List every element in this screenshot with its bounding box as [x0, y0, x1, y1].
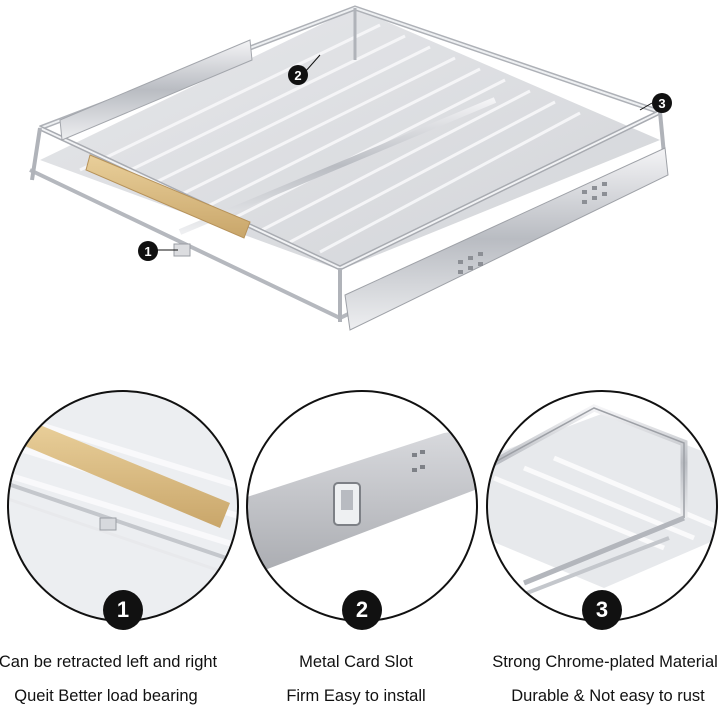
product-hero-image: 1 2 3 — [29, 5, 672, 331]
left-slide-rail — [59, 39, 253, 141]
tray-floor — [40, 8, 660, 270]
center-divider — [178, 97, 497, 235]
detail-1-caption-line2: Queit Better load bearing — [14, 687, 198, 705]
detail-1-caption-line1: Can be retracted left and right — [0, 653, 218, 671]
detail-circle-1: 1 — [5, 388, 241, 630]
detail-number-badge-3: 3 — [582, 590, 622, 630]
detail-3-caption-line1: Strong Chrome-plated Material — [492, 653, 718, 671]
detail-circle-3: 3 — [484, 388, 720, 630]
detail-number-badge-1: 1 — [103, 590, 143, 630]
callout-badge-3: 3 — [652, 93, 672, 113]
detail-2-caption-line1: Metal Card Slot — [299, 653, 413, 671]
right-slide-rail — [344, 147, 669, 331]
detail-circle-2: 2 — [244, 388, 480, 630]
callout-badge-2: 2 — [288, 65, 308, 85]
tray-ribs — [79, 23, 581, 254]
pull-out-drawer-illustration — [29, 5, 669, 331]
detail-2-caption-line2: Firm Easy to install — [286, 687, 426, 705]
wooden-divider — [85, 154, 251, 239]
callout-badge-1: 1 — [138, 241, 158, 261]
detail-3-caption-line2: Durable & Not easy to rust — [511, 687, 705, 705]
rail-holes — [458, 182, 607, 274]
detail-number-badge-2: 2 — [342, 590, 382, 630]
wooden-bar-closeup — [25, 423, 230, 528]
